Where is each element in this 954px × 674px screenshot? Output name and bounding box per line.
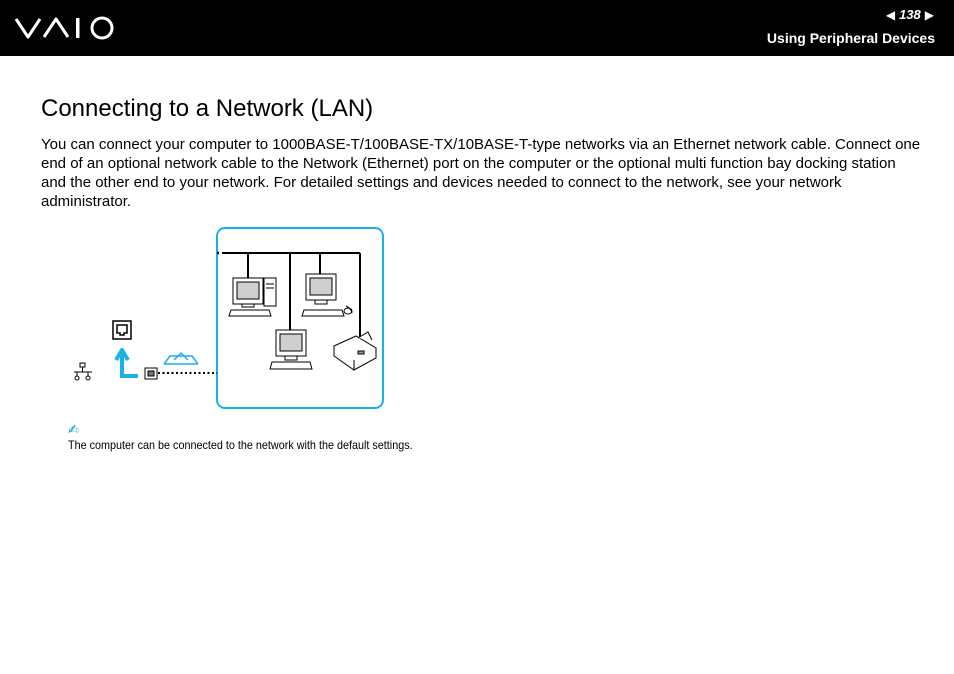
body-paragraph: You can connect your computer to 1000BAS… bbox=[41, 136, 921, 210]
lan-connection-diagram bbox=[74, 227, 384, 409]
page-header: ◀ 138 ▶ Using Peripheral Devices bbox=[0, 0, 954, 56]
cable-connector-icon bbox=[144, 367, 158, 380]
network-bus bbox=[222, 252, 361, 340]
vaio-logo bbox=[14, 16, 114, 40]
page-navigator: ◀ 138 ▶ bbox=[886, 6, 934, 24]
triangle-right-icon[interactable]: ▶ bbox=[924, 8, 934, 22]
page-number: 138 bbox=[899, 7, 921, 22]
ethernet-port-label-icon bbox=[163, 351, 199, 365]
lan-symbol-icon bbox=[74, 362, 92, 381]
network-frame bbox=[216, 227, 384, 409]
desktop-computer-icon bbox=[228, 277, 277, 317]
desktop-computer-icon bbox=[301, 273, 353, 317]
printer-icon bbox=[332, 331, 378, 371]
network-port-icon bbox=[112, 320, 132, 340]
desktop-computer-icon bbox=[269, 329, 313, 370]
page-title: Connecting to a Network (LAN) bbox=[41, 95, 374, 122]
triangle-left-icon[interactable]: ◀ bbox=[885, 8, 896, 22]
note-text: The computer can be connected to the net… bbox=[68, 438, 413, 452]
section-title: Using Peripheral Devices bbox=[766, 30, 935, 46]
insert-arrow-icon bbox=[114, 348, 130, 378]
pencil-note-icon: ✍ bbox=[68, 422, 79, 437]
